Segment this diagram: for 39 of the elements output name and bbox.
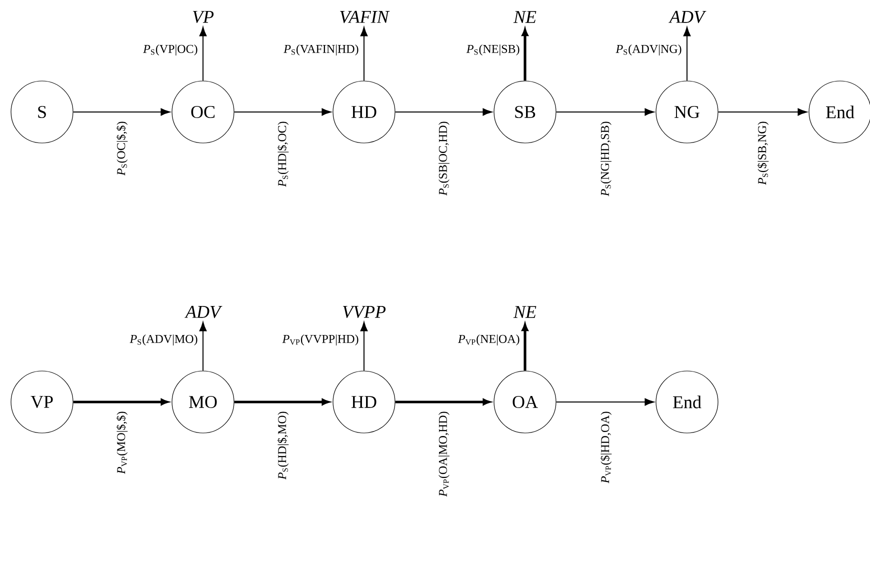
edge-label: P$_{S}$(VAFIN|HD) [284,44,358,56]
edge-label: P$_{S}$(HD|$,MO) [277,412,289,480]
arrow [718,108,808,116]
edge-label: P$_{VP}$($|HD,OA) [600,412,612,484]
tag-text: VP [192,10,214,24]
edge-label: P$_{S}$(NG|HD,SB) [600,122,612,196]
edge-label: P$_{VP}$(NE|OA) [458,334,520,346]
arrow [73,398,168,406]
tag-text: ADV [184,306,222,318]
tag-text: NE [513,11,536,23]
arrow [234,108,332,116]
arrow [522,324,528,371]
arrow [522,28,528,81]
edge-label: P$_{VP}$(OA|MO,HD) [438,412,450,497]
edge-label: P$_{S}$(HD|$,OC) [277,122,289,187]
arrow [683,26,691,82]
edge-label: P$_{S}$(ADV|NG) [616,44,682,56]
edge-label: P$_{S}$(VP|OC) [143,44,198,56]
arrow [234,398,330,406]
edge-label: P$_{S}$(SB|OC,HD) [438,122,450,196]
tag-text: NE [513,306,536,318]
arrow [199,26,207,82]
edge-label: P$_{S}$(ADV|MO) [130,334,198,346]
edge-label: P$_{VP}$(MO|$,$) [116,412,128,474]
tag-text: ADV [668,10,706,24]
edge-label: P$_{S}$(NE|SB) [466,44,520,56]
tag-text: VAFIN [340,10,390,24]
arrow [360,322,368,372]
arrow [72,108,170,116]
arrow [556,108,654,116]
edge-label: P$_{VP}$(VVPP|HD) [282,334,358,346]
tag-text: VVPP [342,306,386,318]
arrow [394,108,492,116]
edge-label: P$_{S}$(OC|$,$) [116,122,128,176]
arrow [556,398,654,406]
edge-label: P$_{S}$($|SB,NG) [757,122,769,185]
arrow [199,322,207,372]
arrow [360,26,368,82]
arrow [395,398,490,406]
